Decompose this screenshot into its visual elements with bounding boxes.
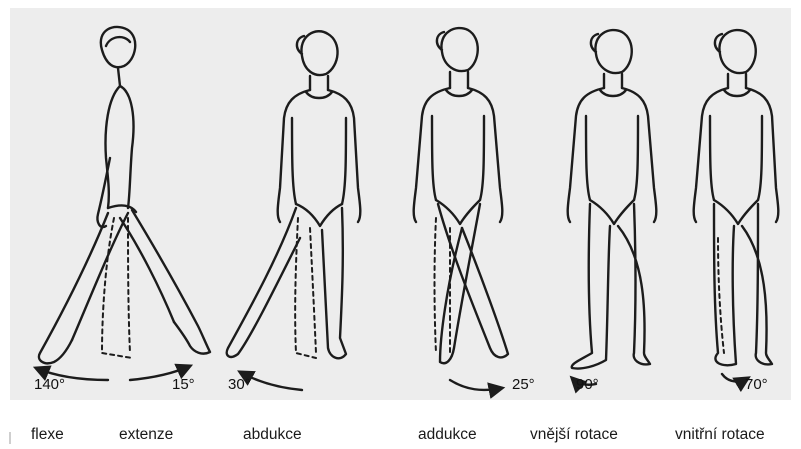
- caption-adduction: addukce: [418, 426, 477, 444]
- figure-abduction: [227, 31, 361, 390]
- angle-internal-rotation: 70°: [745, 376, 768, 393]
- left-edge-rule: [9, 432, 11, 444]
- caption-internal-rotation: vnitřní rotace: [675, 426, 765, 444]
- angle-adduction: 25°: [512, 376, 535, 393]
- figure-drawing: [10, 8, 791, 400]
- hip-range-of-motion-figure: 140° 15° 30° 25° 90° 70°: [10, 8, 791, 400]
- figure-external-rotation: [568, 30, 657, 385]
- figure-adduction: [414, 28, 508, 390]
- caption-abduction: abdukce: [243, 426, 302, 444]
- angle-extension: 15°: [172, 376, 195, 393]
- figure-flexion-extension: [36, 27, 210, 380]
- angle-abduction: 30°: [228, 376, 251, 393]
- caption-extension: extenze: [119, 426, 173, 444]
- caption-external-rotation: vnější rotace: [530, 426, 618, 444]
- angle-external-rotation: 90°: [576, 376, 599, 393]
- angle-flexion: 140°: [34, 376, 65, 393]
- caption-flexion: flexe: [31, 426, 64, 444]
- figure-internal-rotation: [694, 30, 779, 381]
